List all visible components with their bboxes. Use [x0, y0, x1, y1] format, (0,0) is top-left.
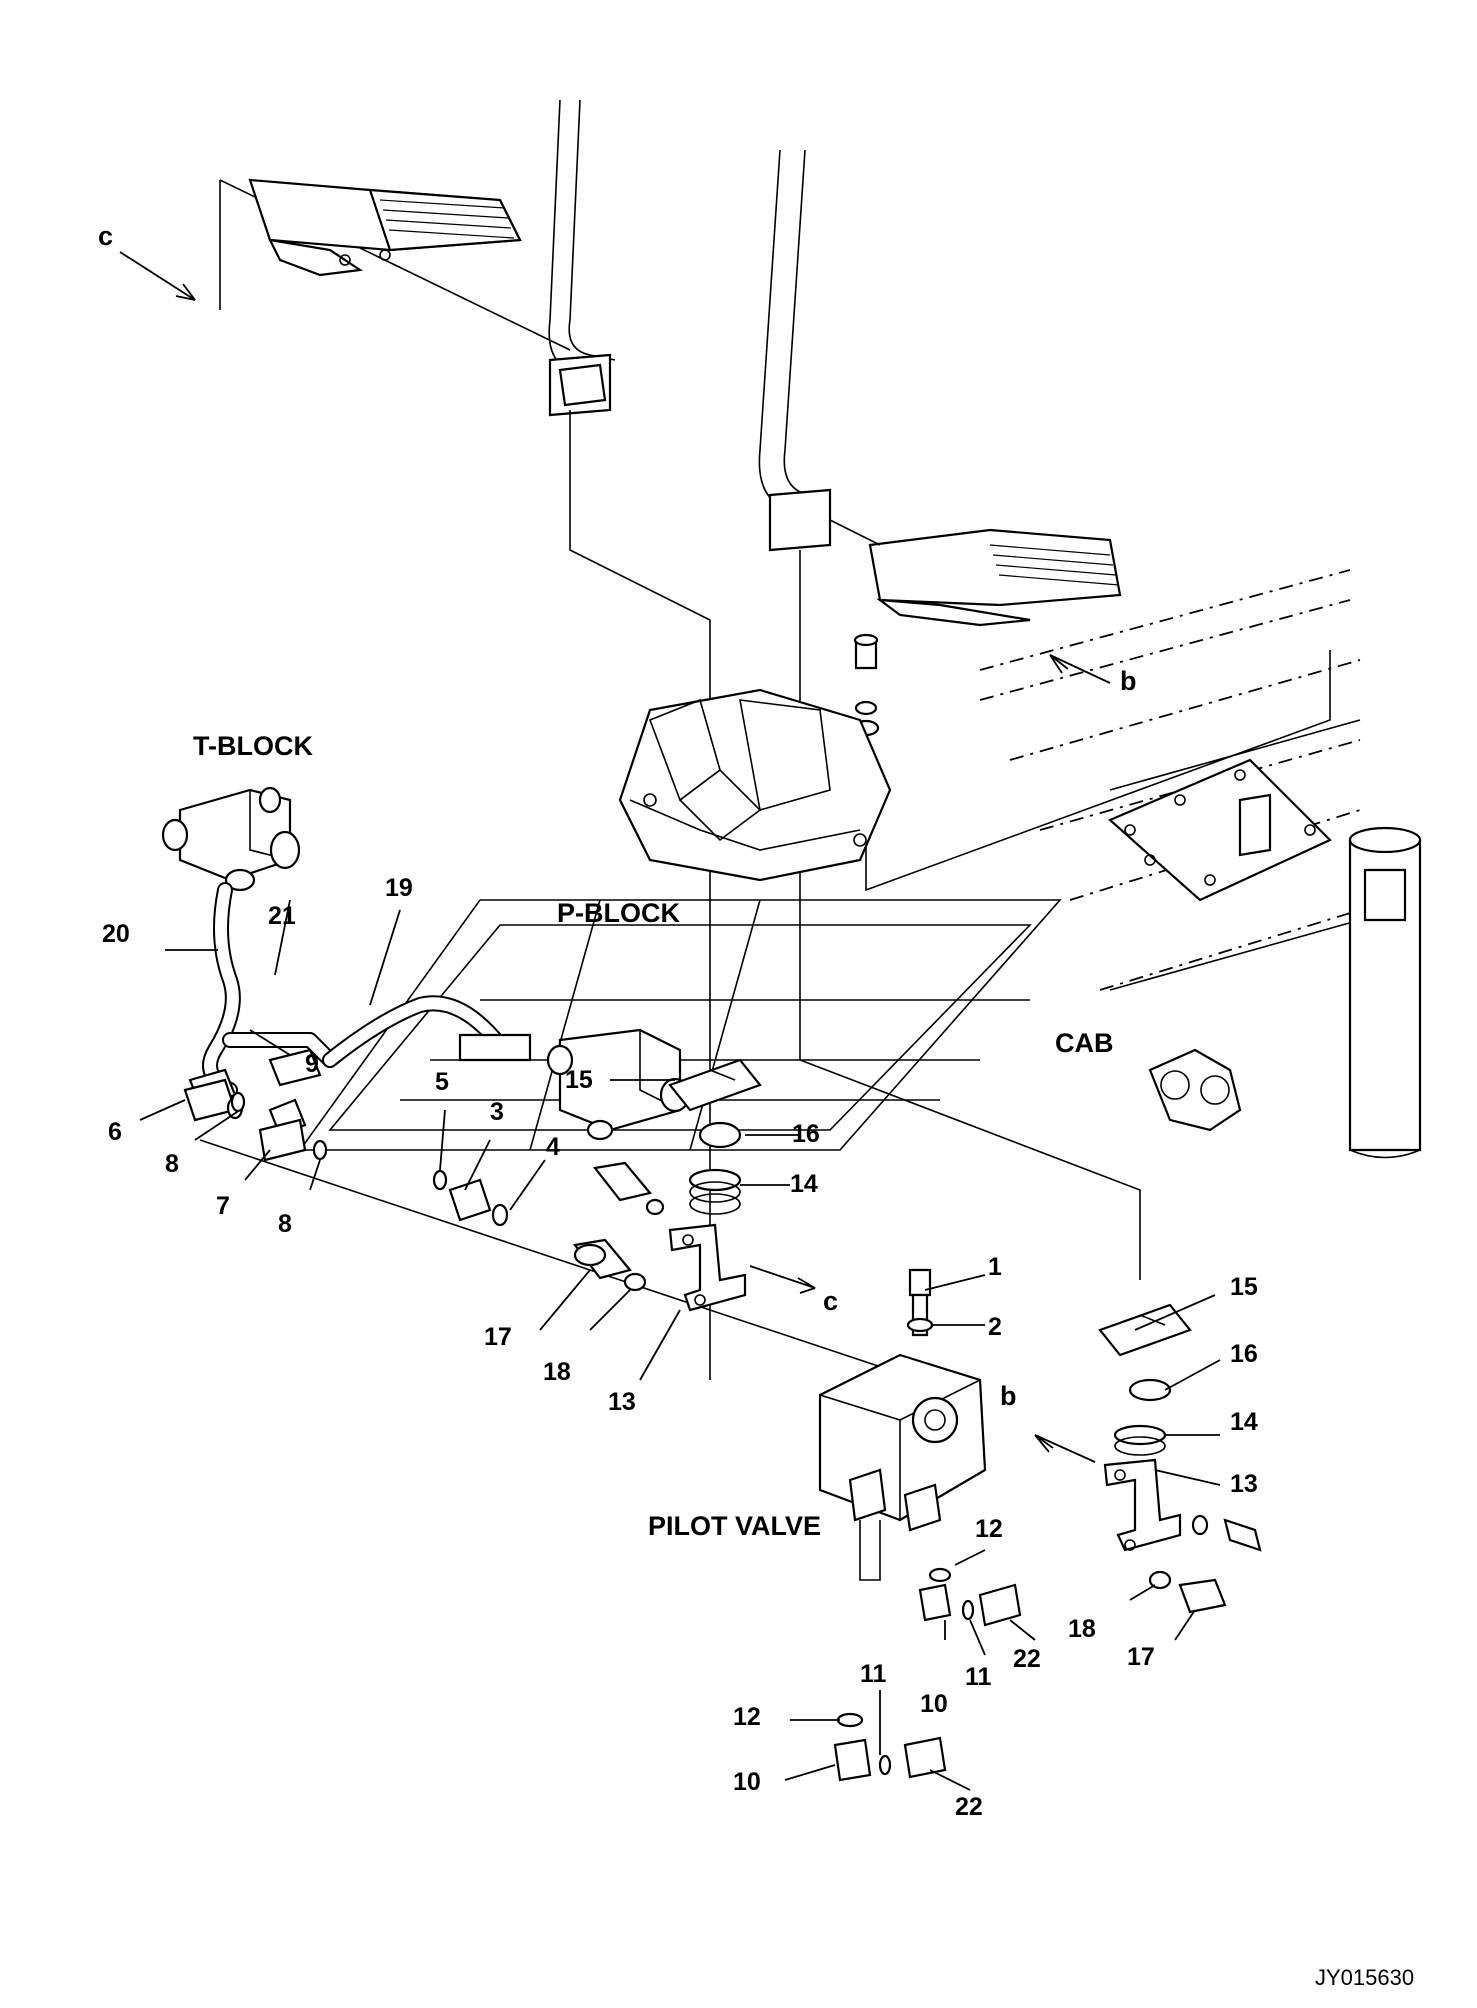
center-fittings — [432, 1169, 509, 1227]
part-17-left: 17 — [484, 1323, 512, 1351]
part-7: 7 — [216, 1192, 230, 1220]
left-link — [668, 1223, 747, 1312]
part-13-left: 13 — [608, 1388, 636, 1416]
label-cab: CAB — [1055, 1028, 1114, 1058]
part-13-right: 13 — [1230, 1470, 1258, 1498]
left-pedal-lever — [219, 99, 616, 417]
marker-c-top: c — [98, 221, 113, 251]
part-16-left: 16 — [792, 1120, 820, 1148]
part-9: 9 — [305, 1050, 319, 1078]
part-19: 19 — [385, 874, 413, 902]
part-14-right: 14 — [1230, 1408, 1258, 1436]
part-14-left: 14 — [790, 1170, 818, 1198]
cab-frame — [979, 569, 1422, 1159]
part-15-right: 15 — [1230, 1273, 1258, 1301]
pedal-housing-cover — [618, 688, 892, 882]
label-p-block: P-BLOCK — [557, 898, 680, 928]
part-5: 5 — [435, 1068, 449, 1096]
part-8-b: 8 — [278, 1210, 292, 1238]
marker-c-lower: c — [823, 1286, 838, 1316]
part-2: 2 — [988, 1313, 1002, 1341]
marker-b-lower: b — [1000, 1381, 1017, 1411]
part-17-right: 17 — [1127, 1643, 1155, 1671]
part-20: 20 — [102, 920, 130, 948]
part-10-lower: 10 — [733, 1768, 761, 1796]
label-t-block: T-BLOCK — [193, 731, 313, 761]
part-18-right: 18 — [1068, 1615, 1096, 1643]
part-11-lower: 11 — [860, 1660, 887, 1688]
part-1: 1 — [988, 1253, 1002, 1281]
part-6: 6 — [108, 1118, 122, 1146]
lower-fittings — [833, 1567, 1022, 1782]
hoses — [188, 882, 532, 1107]
part-21: 21 — [268, 902, 296, 930]
diagram-labels: T-BLOCK P-BLOCK CAB PILOT VALVE JY015630… — [98, 221, 1414, 1990]
part-18-left: 18 — [543, 1358, 571, 1386]
p-block-outline — [298, 899, 1062, 1151]
left-bolt-washer — [573, 1161, 665, 1292]
left-fittings — [183, 1078, 891, 1371]
part-8-a: 8 — [165, 1150, 179, 1178]
part-10-upper: 10 — [920, 1690, 948, 1718]
label-pilot-valve: PILOT VALVE — [648, 1511, 821, 1541]
part-4: 4 — [546, 1133, 560, 1161]
part-11-upper: 11 — [965, 1663, 992, 1691]
label-drawing-id: JY015630 — [1315, 1965, 1414, 1990]
pilot-valve-bolt — [906, 1268, 934, 1337]
leader-lines — [119, 251, 1221, 1791]
pilot-valve — [818, 1353, 987, 1581]
right-spring-stack — [1098, 1303, 1192, 1456]
left-spring-stack — [668, 1058, 762, 1215]
part-3: 3 — [490, 1098, 504, 1126]
part-12-lower: 12 — [733, 1703, 761, 1731]
part-16-right: 16 — [1230, 1340, 1258, 1368]
t-block — [161, 786, 301, 892]
part-22-lower: 22 — [955, 1793, 983, 1821]
right-link — [1103, 1458, 1262, 1552]
part-15-left: 15 — [565, 1066, 593, 1094]
part-22-upper: 22 — [1013, 1645, 1041, 1673]
part-12-upper: 12 — [975, 1515, 1003, 1543]
marker-b-top: b — [1120, 666, 1137, 696]
right-bolt-washer — [1148, 1570, 1227, 1614]
